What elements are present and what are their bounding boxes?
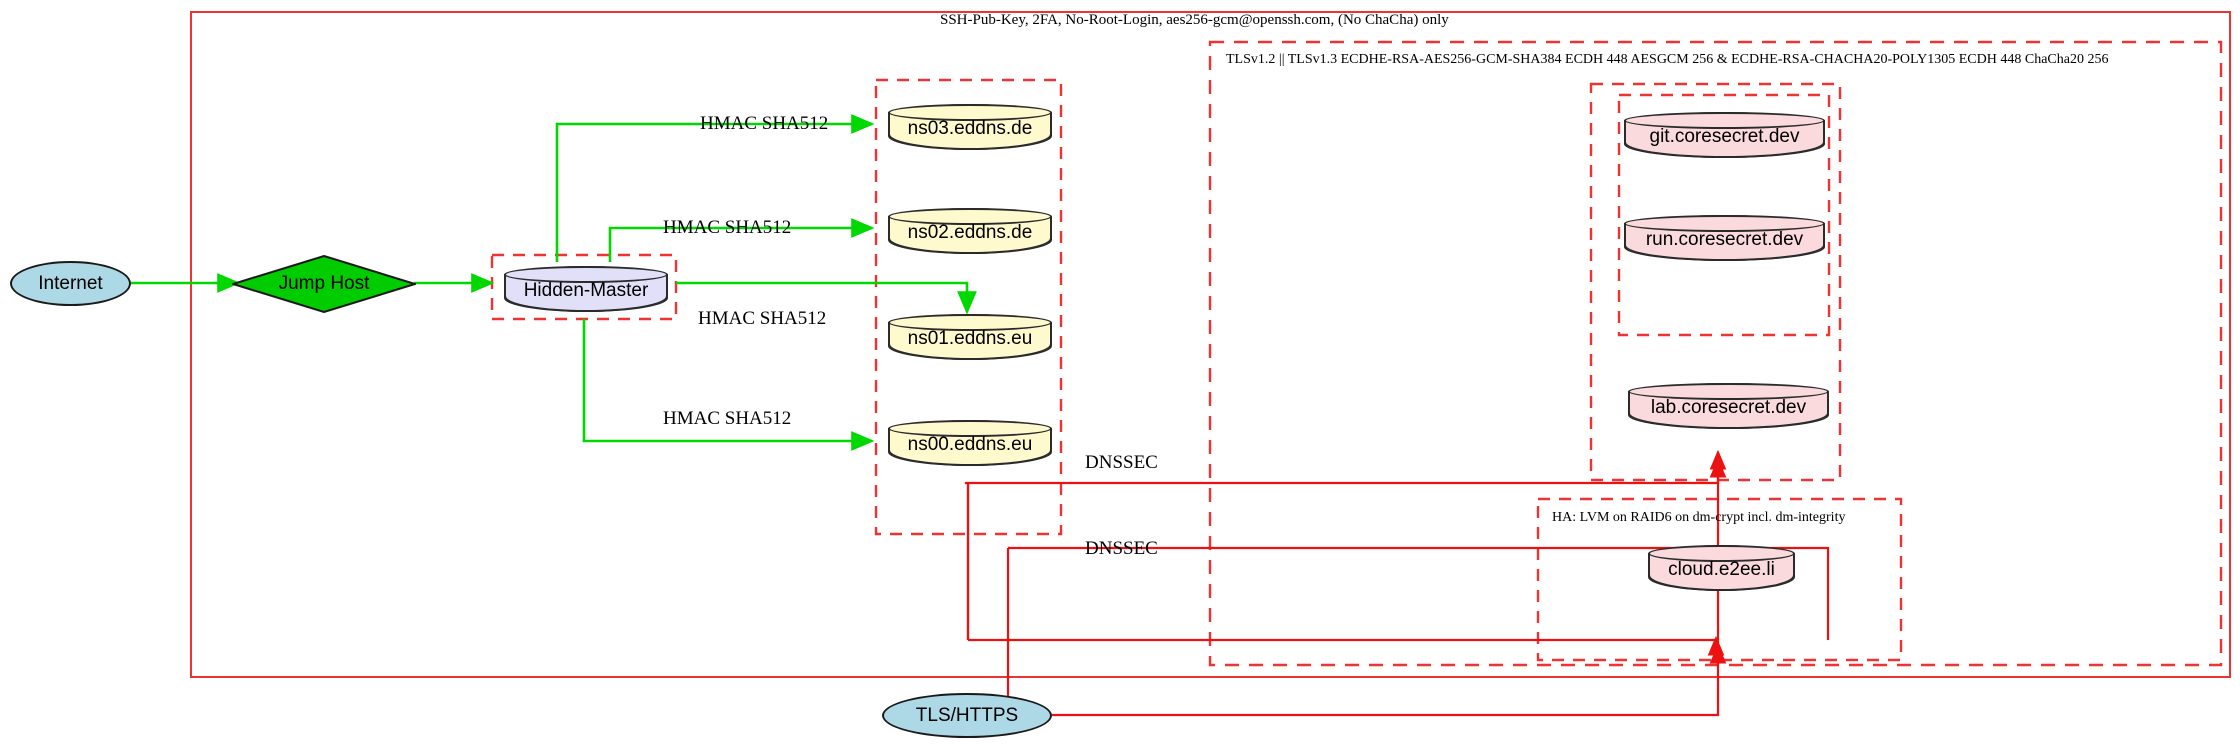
cylinder-lid — [888, 208, 1052, 225]
node-lab-coresecret-label: lab.coresecret.dev — [1650, 397, 1807, 418]
edge-dnssec-lower — [1008, 546, 1830, 640]
cluster-tls-label: TLSv1.2 || TLSv1.3 ECDHE-RSA-AES256-GCM-… — [1226, 52, 2109, 67]
node-ns00[interactable]: ns00.eddns.eu — [888, 420, 1052, 466]
edge-hiddenmaster-ns01 — [676, 281, 977, 315]
cylinder-lid — [888, 314, 1052, 331]
node-jump-host[interactable]: Jump Host — [232, 255, 416, 313]
node-ns00-label: ns00.eddns.eu — [907, 434, 1033, 455]
cluster-nameservers — [874, 78, 1063, 536]
edge-label-hmac-ns02: HMAC SHA512 — [663, 217, 792, 238]
node-internet-label: Internet — [38, 272, 103, 294]
cluster-coresecret-outer — [1589, 82, 1842, 482]
node-ns01[interactable]: ns01.eddns.eu — [888, 314, 1052, 360]
edge-hiddenmaster-ns00 — [582, 319, 875, 451]
node-ns03[interactable]: ns03.eddns.de — [888, 104, 1052, 150]
edge-label-hmac-ns00: HMAC SHA512 — [663, 408, 792, 429]
edge-hiddenmaster-ns02 — [608, 218, 875, 262]
diamond-shape-icon — [232, 255, 416, 313]
edge-label-dnssec-lower: DNSSEC — [1085, 538, 1158, 559]
node-tls-https[interactable]: TLS/HTTPS — [882, 693, 1052, 738]
cylinder-lid — [1628, 383, 1829, 400]
edge-hiddenmaster-ns03 — [555, 114, 875, 262]
node-lab-coresecret[interactable]: lab.coresecret.dev — [1628, 383, 1829, 429]
cluster-outer-ssh-label: SSH-Pub-Key, 2FA, No-Root-Login, aes256-… — [940, 12, 1449, 28]
cluster-ha-label: HA: LVM on RAID6 on dm-crypt incl. dm-in… — [1552, 510, 1846, 525]
node-ns01-label: ns01.eddns.eu — [907, 328, 1033, 349]
edge-dnssec-upper-run — [968, 457, 1727, 485]
node-run-coresecret[interactable]: run.coresecret.dev — [1624, 215, 1825, 261]
cylinder-lid — [504, 266, 668, 283]
cylinder-lid — [888, 104, 1052, 121]
node-ns02[interactable]: ns02.eddns.de — [888, 208, 1052, 254]
cluster-ha-cloud — [1536, 497, 1903, 662]
edge-label-hmac-ns01: HMAC SHA512 — [698, 308, 827, 329]
node-git-coresecret-label: git.coresecret.dev — [1649, 126, 1800, 147]
edge-tlshttps-cloud — [1052, 449, 1727, 717]
node-cloud-e2ee-label: cloud.e2ee.li — [1668, 559, 1775, 580]
node-hidden-master-label: Hidden-Master — [523, 280, 649, 301]
edge-tlshttps-lower-leg — [968, 635, 1725, 656]
node-git-coresecret[interactable]: git.coresecret.dev — [1624, 112, 1825, 158]
edge-label-hmac-ns03: HMAC SHA512 — [700, 113, 829, 134]
cylinder-lid — [1624, 112, 1825, 129]
cluster-coresecret-inner — [1617, 93, 1831, 337]
cluster-outer-ssh — [190, 11, 2231, 678]
node-run-coresecret-label: run.coresecret.dev — [1645, 229, 1804, 250]
cluster-tls — [1208, 40, 2223, 667]
node-hidden-master[interactable]: Hidden-Master — [504, 266, 668, 312]
cylinder-lid — [1624, 215, 1825, 232]
cylinder-lid — [888, 420, 1052, 437]
node-ns02-label: ns02.eddns.de — [907, 222, 1033, 243]
node-internet[interactable]: Internet — [10, 261, 131, 306]
node-cloud-e2ee[interactable]: cloud.e2ee.li — [1648, 545, 1795, 591]
cylinder-lid — [1648, 545, 1795, 562]
node-ns03-label: ns03.eddns.de — [907, 118, 1033, 139]
edge-label-dnssec-upper: DNSSEC — [1085, 452, 1158, 473]
node-tls-https-label: TLS/HTTPS — [915, 704, 1019, 726]
